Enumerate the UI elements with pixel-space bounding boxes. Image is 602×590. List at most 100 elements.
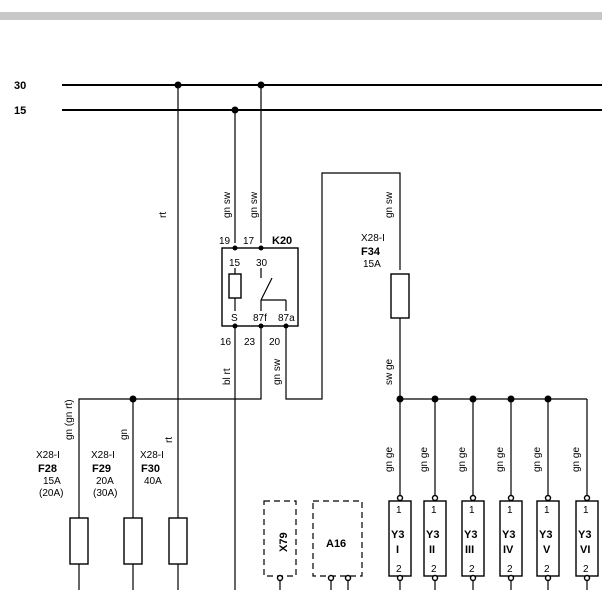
injector-pin-2: 2	[431, 564, 437, 575]
fuse-f29-alt: (30A)	[93, 488, 117, 499]
injector-pin-1: 1	[544, 505, 550, 516]
injector-name: Y3	[539, 529, 552, 541]
connector-terminal	[276, 574, 284, 582]
wire-label-gn-ge: gn ge	[384, 447, 395, 472]
wire-label-gn-ge: gn ge	[571, 447, 582, 472]
fuse-f34-rating: 15A	[363, 259, 381, 270]
injector-pin-1: 1	[396, 505, 402, 516]
fuse-f28	[69, 517, 89, 565]
relay-pin-20: 20	[269, 337, 281, 348]
injector-terminal	[396, 494, 404, 502]
connector-x79-label: X79	[278, 532, 290, 552]
injector-terminal	[583, 494, 591, 502]
relay-name: K20	[272, 235, 292, 247]
injector-terminal	[507, 494, 515, 502]
wire-label-gn-sw: gn sw	[384, 191, 395, 218]
wire-label-gn-ge: gn ge	[419, 447, 430, 472]
wire-label-gn-ge: gn ge	[457, 447, 468, 472]
relay-pin-87f: 87f	[253, 313, 267, 324]
connector-a16-outline	[312, 500, 363, 577]
relay-terminal	[258, 245, 264, 251]
fuse-f28-rating: 15A	[43, 476, 61, 487]
fuse-f30-rating: 40A	[144, 476, 162, 487]
injector-group: gn ge 1 Y3 I 2 gn ge 1 Y3 II 2 gn ge	[384, 395, 599, 590]
relay-pin-87a: 87a	[278, 313, 295, 324]
wire-label-gn-rt: gn (gn rt)	[64, 399, 75, 440]
relay-coil	[228, 273, 242, 299]
injector-terminal	[431, 574, 439, 582]
window-top-bar	[0, 0, 602, 20]
injector-terminal	[583, 574, 591, 582]
injector-pin-2: 2	[544, 564, 550, 575]
relay-pin-s: S	[231, 313, 238, 324]
wire-gn-feed	[78, 326, 262, 518]
fuse-f30-connector: X28-I	[140, 450, 164, 461]
injector-name: Y3	[426, 529, 439, 541]
fuse-f34-connector: X28-I	[361, 233, 385, 244]
injector-terminal	[507, 574, 515, 582]
injector-y3-iv: gn ge 1 Y3 IV 2	[495, 395, 523, 590]
relay-pin-17: 17	[243, 236, 255, 247]
wire-gn-sw-f34	[285, 172, 401, 400]
fuse-f29-name: F29	[92, 463, 111, 475]
wire-label-rt: rt	[158, 212, 169, 218]
relay-terminal	[232, 245, 238, 251]
injector-y3-ii: gn ge 1 Y3 II 2	[419, 395, 447, 590]
injector-terminal	[396, 574, 404, 582]
injector-name: Y3	[502, 529, 515, 541]
injector-name: Y3	[578, 529, 591, 541]
injector-y3-i: gn ge 1 Y3 I 2	[384, 395, 412, 590]
fuse-f29-rating: 20A	[96, 476, 114, 487]
wire-label-sw-ge: sw ge	[384, 358, 395, 385]
injector-terminal	[544, 494, 552, 502]
injector-number: V	[543, 544, 551, 556]
injector-number: II	[429, 544, 435, 556]
injector-number: VI	[580, 544, 590, 556]
connector-x79-outline	[263, 500, 297, 577]
injector-terminal	[431, 494, 439, 502]
fuse-f28-connector: X28-I	[36, 450, 60, 461]
fuse-f29	[123, 517, 143, 565]
connector-terminal	[327, 574, 335, 582]
fuse-f34	[390, 273, 410, 319]
relay-switch-contact	[260, 277, 273, 301]
fuse-f28-name: F28	[38, 463, 57, 475]
relay-pin-16: 16	[220, 337, 232, 348]
injector-y3-iii: gn ge 1 Y3 III 2	[457, 395, 485, 590]
injector-terminal	[469, 574, 477, 582]
injector-pin-1: 1	[507, 505, 513, 516]
relay-pin-15: 15	[229, 258, 241, 269]
relay-pin-23: 23	[244, 337, 256, 348]
fuse-f29-connector: X28-I	[91, 450, 115, 461]
injector-pin-2: 2	[469, 564, 475, 575]
injector-number: I	[396, 544, 399, 556]
fuse-f34-name: F34	[361, 246, 381, 258]
wire-label-bl-rt: bl rt	[222, 368, 233, 385]
injector-terminal	[469, 494, 477, 502]
injector-pin-2: 2	[396, 564, 402, 575]
bus-15-label: 15	[14, 105, 26, 117]
relay-pin-19: 19	[219, 236, 231, 247]
injector-terminal	[544, 574, 552, 582]
wire-label-gn-ge: gn ge	[495, 447, 506, 472]
injector-pin-1: 1	[469, 505, 475, 516]
injector-y3-vi: gn ge 1 Y3 VI 2	[571, 399, 599, 590]
fuse-f30-name: F30	[141, 463, 160, 475]
injector-pin-1: 1	[583, 505, 589, 516]
injector-y3-v: gn ge 1 Y3 V 2	[532, 395, 560, 590]
injector-name: Y3	[464, 529, 477, 541]
injector-number: III	[465, 544, 474, 556]
injector-name: Y3	[391, 529, 404, 541]
injector-pin-2: 2	[507, 564, 513, 575]
fuse-f30	[168, 517, 188, 565]
wire-label-rt: rt	[164, 437, 175, 443]
connector-terminal	[344, 574, 352, 582]
bus-30-label: 30	[14, 80, 26, 92]
injector-pin-2: 2	[583, 564, 589, 575]
wire-label-gn-sw: gn sw	[249, 191, 260, 218]
wire-label-gn-ge: gn ge	[532, 447, 543, 472]
connector-a16-label: A16	[326, 538, 346, 550]
wire-label-gn: gn	[119, 429, 130, 440]
injector-number: IV	[503, 544, 514, 556]
